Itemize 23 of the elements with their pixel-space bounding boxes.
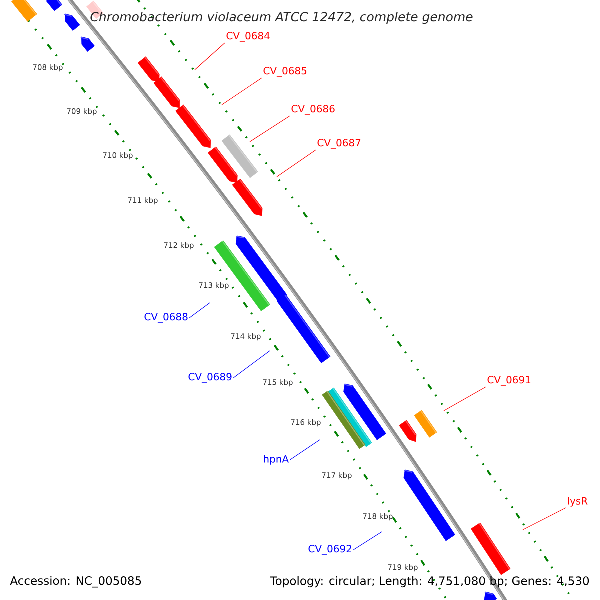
leader-line: [276, 150, 316, 178]
leader-line: [444, 386, 486, 412]
gene-label: CV_0692: [308, 545, 352, 555]
gene-label: CV_0691: [488, 376, 531, 386]
leader-line: [522, 508, 566, 530]
gene-label: CV_0689: [188, 373, 232, 383]
leader-line: [194, 42, 226, 70]
gene-label: CV_0685: [264, 67, 307, 77]
gene-label: lysR: [568, 497, 588, 507]
genome-info-text: Topology: circular; Length: 4,751,080 bp; Genes: 4,530: [270, 576, 590, 588]
leader-line: [233, 350, 270, 378]
leader-line: [250, 116, 290, 142]
gene-label: hpnA: [264, 455, 289, 465]
leader-line: [353, 532, 382, 550]
gene-label: CV_0686: [292, 105, 335, 115]
gene-label: CV_0687: [318, 139, 361, 149]
leader-line: [189, 302, 210, 318]
leader-line: [222, 78, 262, 106]
leader-line: [290, 440, 320, 460]
title: Chromobacterium violaceum ATCC 12472, complete genome: [90, 12, 473, 24]
gene-label: CV_0684: [226, 32, 270, 42]
accession-text: Accession: NC_005085: [10, 576, 142, 588]
gene-label: CV_0688: [144, 313, 188, 323]
